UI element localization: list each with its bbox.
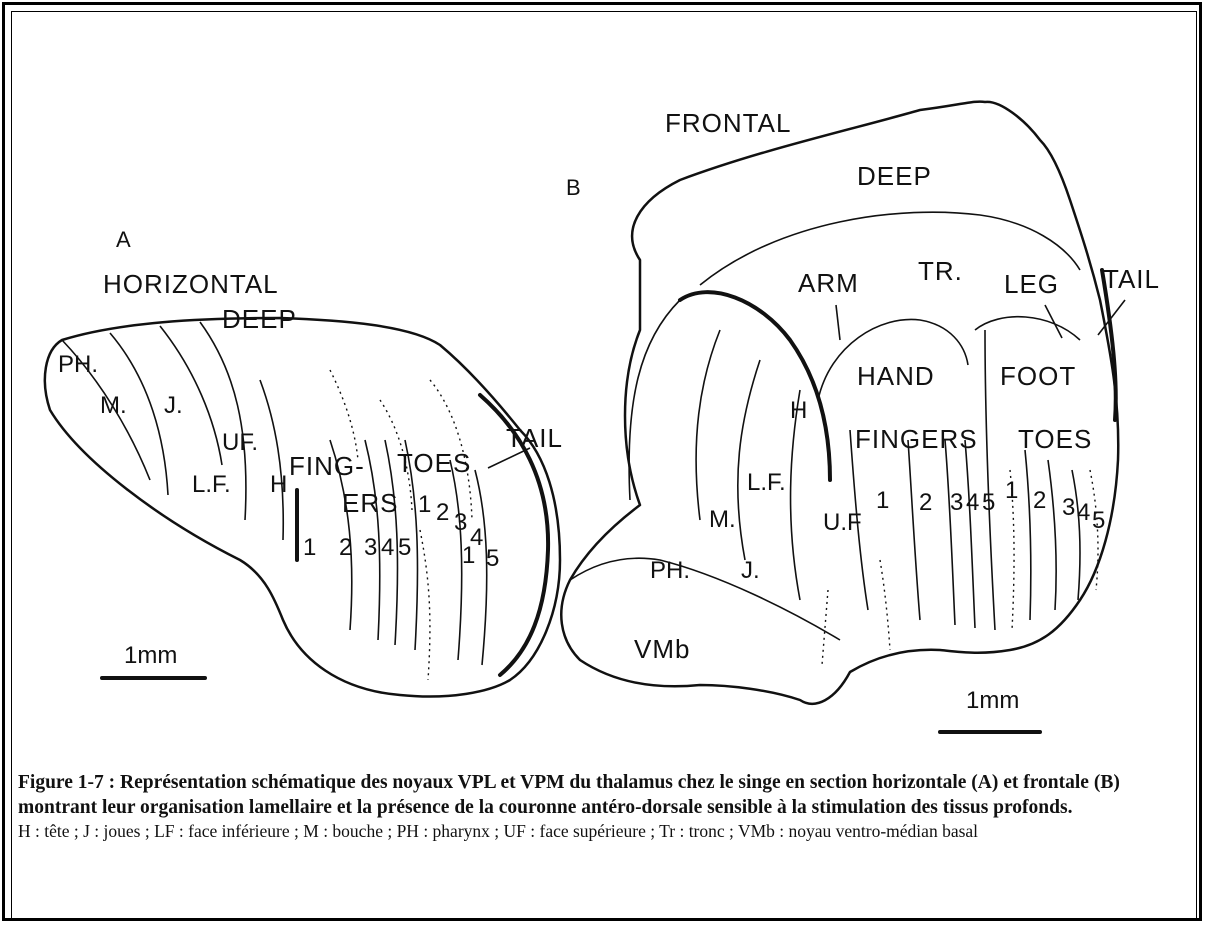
panel-b-toe-digit-1: 1 xyxy=(1005,477,1018,504)
panel-b-foot-dome xyxy=(975,317,1080,340)
panel-a-finger-digit-2: 2 xyxy=(339,534,352,561)
panel-a-finger-digit-4: 4 xyxy=(381,534,394,561)
panel-a-label-uf: UF. xyxy=(222,429,258,456)
panel-b-label-deep: DEEP xyxy=(857,161,932,191)
panel-b-label-ph: PH. xyxy=(650,557,690,584)
panel-b-finger-digit-4: 4 xyxy=(966,489,979,516)
panel-b-label-h: H xyxy=(790,397,807,424)
panel-a-finger-digit-1: 1 xyxy=(303,534,316,561)
panel-b-label-arm: ARM xyxy=(798,268,859,298)
panel-a-toe-digit-3: 3 xyxy=(454,509,467,536)
panel-b-toe-digit-4: 4 xyxy=(1077,499,1090,526)
panel-b-label-leg: LEG xyxy=(1004,269,1059,299)
panel-a-toe-digit-5: 5 xyxy=(486,545,499,572)
panel-a-scale-label: 1mm xyxy=(124,642,177,669)
panel-a-label-toes: TOES xyxy=(397,448,471,478)
panel-b-toe-digit-3: 3 xyxy=(1062,494,1075,521)
panel-b-label-tail: TAIL xyxy=(1103,264,1160,294)
panel-a-label-deep: DEEP xyxy=(222,304,297,334)
panel-b-finger-digit-2: 2 xyxy=(919,489,932,516)
panel-a: A HORIZONTAL DEEP PH. M. J. UF. L.F. H F… xyxy=(45,227,563,697)
panel-b-arm-pointer xyxy=(836,305,840,340)
caption-legend: H : tête ; J : joues ; LF : face inférie… xyxy=(18,820,1190,842)
panel-b-finger-digit-5: 5 xyxy=(982,489,995,516)
panel-b-finger-digit-3: 3 xyxy=(950,489,963,516)
panel-a-lamella-lf xyxy=(260,380,283,540)
panel-a-toe-digit-1b: 1 xyxy=(462,542,475,569)
panel-b-toe-digit-2: 2 xyxy=(1033,487,1046,514)
panel-b-lamella-ph xyxy=(629,300,680,500)
panel-b-label-foot: FOOT xyxy=(1000,361,1076,391)
panel-b-lamella-t1 xyxy=(1025,450,1031,620)
panel-b-lamella-f4 xyxy=(965,440,975,628)
panel-a-label-ph: PH. xyxy=(58,351,98,378)
panel-b-toe-digit-5: 5 xyxy=(1092,507,1105,534)
panel-b-label-uf: U.F xyxy=(823,509,862,536)
panel-b-head-boundary xyxy=(680,292,830,480)
panel-a-finger-digit-3: 3 xyxy=(364,534,377,561)
panel-a-label-ers: ERS xyxy=(342,488,398,518)
panel-b-lamella-t3 xyxy=(1072,470,1080,600)
panel-a-lamella-t2 xyxy=(475,470,487,665)
panel-a-label-fing: FING- xyxy=(289,451,365,481)
panel-a-toe-digit-2: 2 xyxy=(436,499,449,526)
panel-b-lamella-f5 xyxy=(985,330,995,630)
panel-b-label-lf: L.F. xyxy=(747,469,786,496)
panel-b-label-hand: HAND xyxy=(857,361,935,391)
panel-b: B FRONTAL xyxy=(561,102,1160,732)
panel-b-lamella-f3 xyxy=(945,440,955,625)
panel-b-lamella-f2 xyxy=(908,440,920,620)
panel-a-letter: A xyxy=(116,227,131,252)
panel-a-label-m: M. xyxy=(100,392,127,419)
panel-b-label-tr: TR. xyxy=(918,256,963,286)
panel-b-scale-label: 1mm xyxy=(966,687,1019,714)
panel-b-label-toes: TOES xyxy=(1018,424,1092,454)
panel-a-label-h: H xyxy=(270,471,287,498)
panel-b-title: FRONTAL xyxy=(665,108,791,138)
panel-b-dotted-4 xyxy=(822,590,828,665)
panel-a-toe-digit-1: 1 xyxy=(418,491,431,518)
caption-title: Figure 1-7 : Représentation schématique … xyxy=(18,770,1190,820)
panel-b-dotted-3 xyxy=(880,560,890,650)
panel-b-outline xyxy=(561,102,1118,704)
panel-a-lamella-t1 xyxy=(450,460,462,660)
panel-b-finger-digit-1: 1 xyxy=(876,487,889,514)
panel-a-label-j: J. xyxy=(164,392,183,419)
panel-a-dotted-4 xyxy=(420,530,430,680)
panel-a-label-lf: L.F. xyxy=(192,471,231,498)
panel-a-dotted-3 xyxy=(330,370,358,460)
panel-b-label-fingers: FINGERS xyxy=(855,424,978,454)
panel-a-finger-digit-5: 5 xyxy=(398,534,411,561)
panel-a-title: HORIZONTAL xyxy=(103,269,279,299)
panel-b-letter: B xyxy=(566,175,581,200)
figure-caption: Figure 1-7 : Représentation schématique … xyxy=(18,770,1190,842)
panel-b-label-m: M. xyxy=(709,506,736,533)
panel-b-label-j: J. xyxy=(741,557,760,584)
panel-b-label-vmb: VMb xyxy=(634,634,690,664)
panel-b-lamella-m xyxy=(696,330,720,520)
panel-a-label-tail: TAIL xyxy=(506,423,563,453)
panel-b-lamella-t2 xyxy=(1048,460,1056,610)
panel-b-lamella-j xyxy=(738,360,760,560)
thalamus-diagram: A HORIZONTAL DEEP PH. M. J. UF. L.F. H F… xyxy=(0,0,1208,750)
